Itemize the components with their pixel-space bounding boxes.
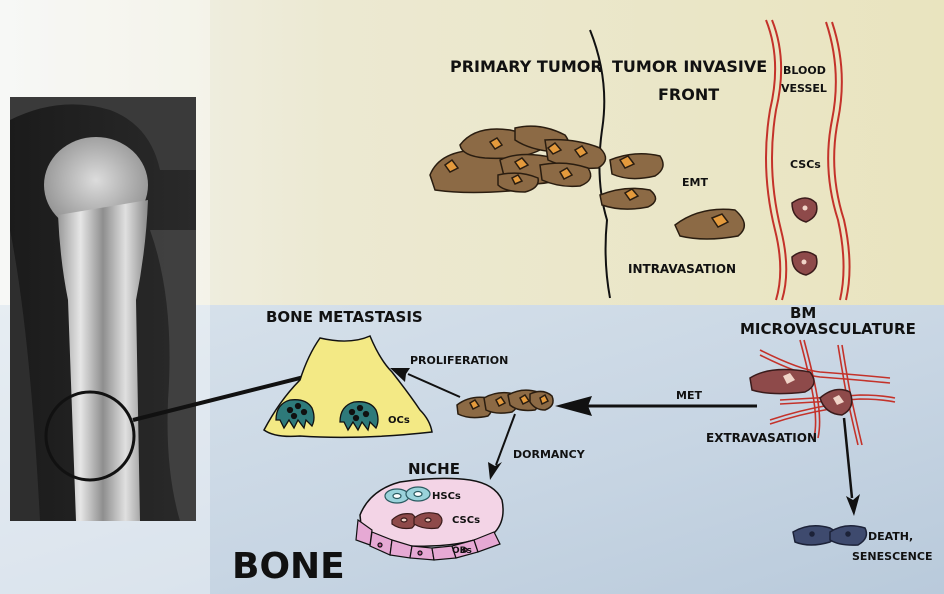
label-ocs: OCs <box>388 415 410 426</box>
label-dormancy: DORMANCY <box>513 448 586 461</box>
dead-cells <box>793 526 866 545</box>
label-front: FRONT <box>658 85 719 104</box>
label-bone: BONE <box>232 546 345 587</box>
label-senescence: SENESCENCE <box>852 550 932 563</box>
label-met: MET <box>676 389 702 402</box>
xray-image <box>10 97 196 521</box>
label-primary-tumor: PRIMARY TUMOR <box>450 57 603 76</box>
label-bone-metastasis: BONE METASTASIS <box>266 308 423 326</box>
label-blood: BLOOD <box>783 64 826 77</box>
label-hscs: HSCs <box>432 491 461 502</box>
label-cscs-vessel: CSCs <box>790 158 821 171</box>
label-extravasation: EXTRAVASATION <box>706 431 817 445</box>
label-vessel: VESSEL <box>781 82 827 95</box>
label-cscs-niche: CSCs <box>452 515 480 526</box>
label-niche: NICHE <box>408 460 460 478</box>
label-emt: EMT <box>682 176 708 189</box>
label-intravasation: INTRAVASATION <box>628 262 736 276</box>
label-microvasculature: MICROVASCULATURE <box>740 320 916 338</box>
label-tumor-invasive: TUMOR INVASIVE <box>612 57 767 76</box>
label-obs: OBs <box>452 546 472 556</box>
label-death: DEATH, <box>868 530 913 543</box>
label-proliferation: PROLIFERATION <box>410 354 508 367</box>
